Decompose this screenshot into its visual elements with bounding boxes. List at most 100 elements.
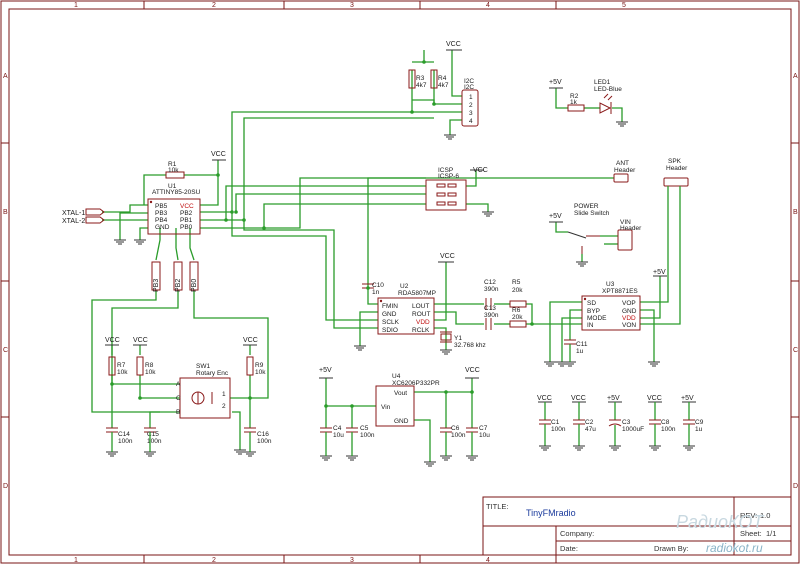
ground-symbol bbox=[544, 361, 556, 367]
ground-symbol bbox=[444, 134, 456, 140]
junction-dot bbox=[366, 286, 370, 290]
i2c-pin-4: 4 bbox=[469, 118, 473, 125]
u2-pin-rout: ROUT bbox=[412, 311, 430, 318]
ground-symbol bbox=[354, 345, 366, 351]
u4-pin-vout: Vout bbox=[394, 390, 407, 397]
c8-ref: C8 bbox=[661, 419, 670, 426]
sw1-pin-a: A bbox=[176, 381, 181, 388]
ground-symbol bbox=[134, 239, 146, 245]
c12-ref: C12 bbox=[484, 279, 496, 286]
icsp-ref: ICSP bbox=[438, 167, 453, 174]
r1-ref: R1 bbox=[168, 161, 177, 168]
power-vcc-r8: VCC bbox=[133, 337, 148, 344]
junction-dot bbox=[138, 396, 142, 400]
u1-attiny85: U1 ATTINY85-20SU PB5 PB3 PB4 GND VCC PB2… bbox=[147, 183, 201, 235]
junction-dot bbox=[324, 404, 328, 408]
c11-ref: C11 bbox=[576, 341, 588, 348]
power-5v-led: +5V bbox=[549, 79, 562, 86]
junction-dot bbox=[242, 218, 246, 222]
rev-label: REV: bbox=[740, 511, 757, 520]
c3-value: 1000uF bbox=[622, 426, 644, 433]
u2-pin-sdio: SDIO bbox=[382, 327, 398, 334]
junction-dot bbox=[216, 173, 220, 177]
i2c-value: I2C bbox=[464, 84, 474, 91]
c11-symbol bbox=[564, 339, 576, 345]
junction-dot bbox=[422, 60, 426, 64]
c12-symbol bbox=[485, 298, 492, 310]
vin-header: VIN Header bbox=[617, 219, 642, 251]
u3-pin-byp: BYP bbox=[587, 308, 600, 315]
c9-symbol bbox=[683, 419, 695, 425]
r3-ref: R3 bbox=[416, 75, 425, 82]
grid-labels: 1 2 3 4 5 1 2 3 4 A B C D A B C D bbox=[3, 2, 798, 564]
c7-symbol bbox=[466, 427, 478, 433]
power-vcc-i2c: VCC bbox=[446, 41, 461, 48]
u4-pin-gnd: GND bbox=[394, 418, 409, 425]
ground-symbol bbox=[609, 445, 621, 451]
power-vcc-c1: VCC bbox=[537, 395, 552, 402]
ground-symbol bbox=[320, 455, 332, 461]
u1-pin-pb3: PB3 bbox=[155, 210, 168, 217]
r8-value: 10k bbox=[145, 369, 156, 376]
c13-symbol bbox=[485, 318, 492, 330]
ant-ref: ANT bbox=[616, 160, 629, 167]
u1-pin-pb2: PB2 bbox=[180, 210, 193, 217]
c2-ref: C2 bbox=[585, 419, 594, 426]
u3-pin-vdd: VDD bbox=[622, 315, 636, 322]
u3-pin-in: IN bbox=[587, 322, 594, 329]
title-label: TITLE: bbox=[486, 502, 509, 511]
u2-ref: U2 bbox=[400, 283, 409, 290]
sw1-value: Rotary Enc bbox=[196, 370, 229, 377]
junction-dot bbox=[110, 382, 114, 386]
r6-value: 20k bbox=[512, 314, 523, 321]
grid-col-2-bottom: 2 bbox=[212, 557, 216, 564]
title-value: TinyFMradio bbox=[526, 508, 576, 518]
junction-dot bbox=[432, 102, 436, 106]
grid-row-a: A bbox=[3, 73, 8, 80]
i2c-ref: I2C bbox=[464, 78, 474, 85]
grid-col-4-bottom: 4 bbox=[486, 557, 490, 564]
company-label: Company: bbox=[560, 529, 594, 538]
ant-header: ANT Header bbox=[613, 160, 636, 183]
c14-symbol bbox=[106, 427, 118, 433]
c14-value: 100n bbox=[118, 438, 133, 445]
spk-ref: SPK bbox=[668, 158, 682, 165]
i2c-pin-1: 1 bbox=[469, 94, 473, 101]
ground-symbol bbox=[424, 461, 436, 467]
junction-dot bbox=[350, 404, 354, 408]
net-xtal1: XTAL-1 bbox=[62, 210, 85, 217]
power-5v-reg: +5V bbox=[319, 367, 332, 374]
grid-col-1-bottom: 1 bbox=[74, 557, 78, 564]
r7-ref: R7 bbox=[117, 362, 126, 369]
sw1-pin-2: 2 bbox=[222, 403, 226, 410]
c2-symbol bbox=[573, 419, 585, 425]
junction-dot bbox=[470, 390, 474, 394]
grid-row-b: B bbox=[3, 209, 8, 216]
c3-ref: C3 bbox=[622, 419, 631, 426]
net-pb0: PB0 bbox=[191, 279, 198, 292]
c7-value: 10u bbox=[479, 432, 490, 439]
sheet-label: Sheet: bbox=[740, 529, 762, 538]
u2-pin-sclk: SCLK bbox=[382, 319, 400, 326]
c6-value: 100n bbox=[451, 432, 466, 439]
u2-value: RDA5807MP bbox=[398, 290, 436, 297]
grid-col-5: 5 bbox=[622, 2, 626, 9]
rev-value: 1.0 bbox=[760, 511, 770, 520]
c8-value: 100n bbox=[661, 426, 676, 433]
u1-pin-gnd: GND bbox=[155, 224, 170, 231]
ground-symbol bbox=[648, 361, 660, 367]
c16-symbol bbox=[244, 427, 256, 433]
r1-value: 10k bbox=[168, 167, 179, 174]
c12-value: 390n bbox=[484, 286, 499, 293]
watermark-logo: РадиоКОТ bbox=[676, 512, 765, 532]
grid-col-3: 3 bbox=[350, 2, 354, 9]
vin-value: Header bbox=[620, 225, 642, 232]
grid-row-a-right: A bbox=[793, 73, 798, 80]
c16-value: 100n bbox=[257, 438, 272, 445]
c10-value: 1n bbox=[372, 289, 380, 296]
sw1-pin-1: 1 bbox=[222, 391, 226, 398]
u1-value: ATTINY85-20SU bbox=[152, 189, 201, 196]
r2-ref: R2 bbox=[570, 93, 579, 100]
